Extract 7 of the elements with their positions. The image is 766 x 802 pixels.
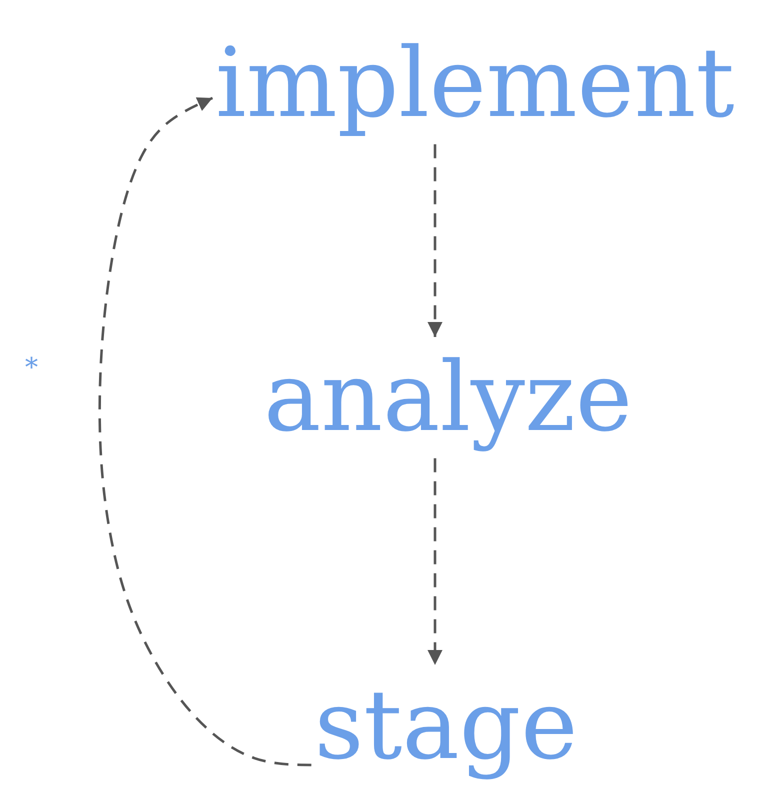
asterisk-note: * — [25, 353, 38, 384]
dashed-arrow — [428, 458, 442, 665]
dashed-arrow — [98, 96, 312, 766]
step-text: implement — [216, 26, 734, 141]
step-text: stage — [314, 668, 578, 783]
step-text: analyze — [264, 340, 632, 455]
dashed-arrow — [428, 144, 442, 337]
